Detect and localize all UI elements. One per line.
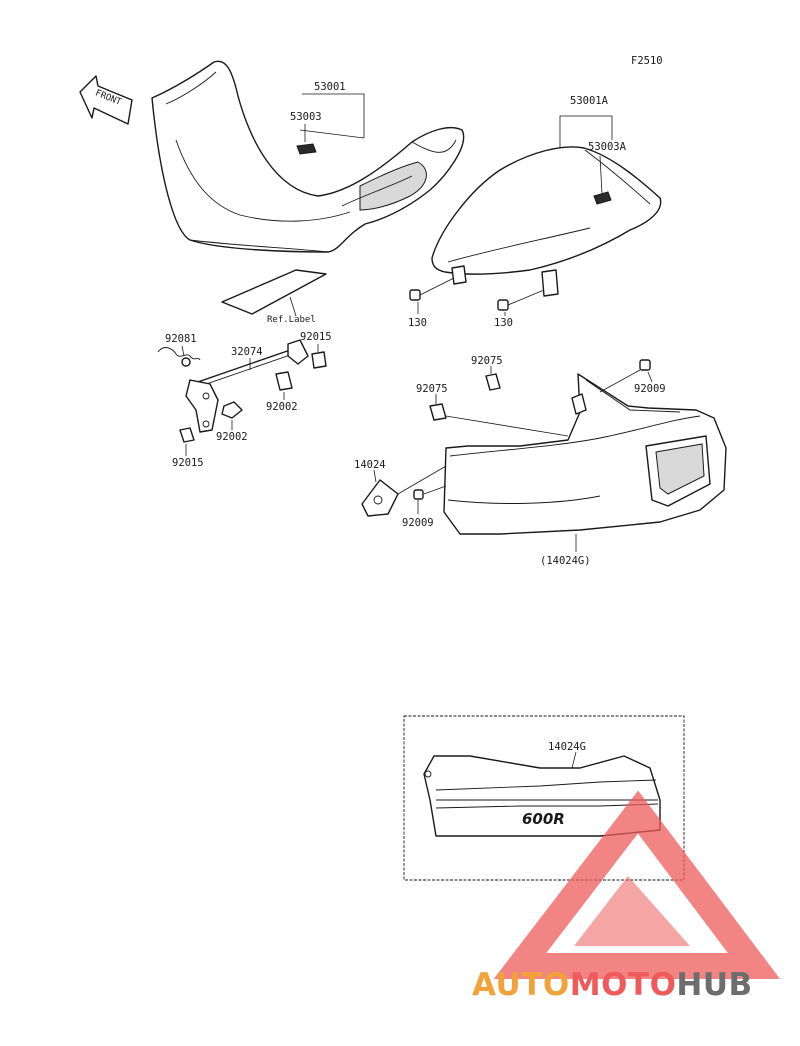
main-seat-leaders: [299, 93, 365, 142]
watermark-brand-part1: AUTO: [472, 967, 570, 1003]
cover-hardware: [361, 359, 651, 517]
part-92015-bottom-label: 92015: [172, 457, 204, 469]
part-14024G-ref-label: (14024G): [540, 555, 591, 567]
ref-label-text: Ref.Label: [267, 315, 316, 325]
seat-lock-mechanism: [157, 339, 327, 443]
part-92075-left-label: 92075: [416, 383, 448, 395]
part-92075-top-label: 92075: [471, 355, 503, 367]
part-92009-right-label: 92009: [634, 383, 666, 395]
lock-leaders: [181, 344, 319, 456]
rear-cover: [443, 373, 727, 535]
automotohub-watermark-logo: AUTOMOTOHUB: [472, 790, 781, 1003]
rear-seat: [431, 146, 662, 297]
cover-emblem-text: 600R: [522, 810, 565, 828]
part-53003-label: 53003: [290, 111, 322, 123]
bolt-130-left: [409, 277, 455, 314]
inset-box: 600R: [403, 715, 685, 881]
rear-seat-leaders: [559, 115, 613, 195]
reference-label-sheet: Ref.Label: [221, 269, 327, 325]
figure-code: F2510: [631, 55, 663, 67]
part-92081-label: 92081: [165, 333, 197, 345]
main-seat: [151, 60, 465, 253]
part-130-left-label: 130: [408, 317, 427, 329]
svg-text:AUTOMOTOHUB: AUTOMOTOHUB: [472, 967, 753, 1003]
cover-leaders: [373, 366, 653, 514]
part-53003A-label: 53003A: [588, 141, 627, 153]
part-53001A-label: 53001A: [570, 95, 609, 107]
bolt-130-right: [497, 289, 545, 316]
part-92002-right-label: 92002: [266, 401, 298, 413]
watermark-brand-part2: MOTO: [570, 967, 677, 1003]
part-14024G-inset-label: 14024G: [548, 741, 586, 753]
part-53001-label: 53001: [314, 81, 346, 93]
part-92002-left-label: 92002: [216, 431, 248, 443]
watermark-brand-part3: HUB: [676, 967, 752, 1003]
part-92009-left-label: 92009: [402, 517, 434, 529]
part-32074-label: 32074: [231, 346, 263, 358]
part-130-right-label: 130: [494, 317, 513, 329]
front-arrow-icon: FRONT: [79, 75, 133, 125]
part-92015-top-label: 92015: [300, 331, 332, 343]
part-14024-label: 14024: [354, 459, 386, 471]
